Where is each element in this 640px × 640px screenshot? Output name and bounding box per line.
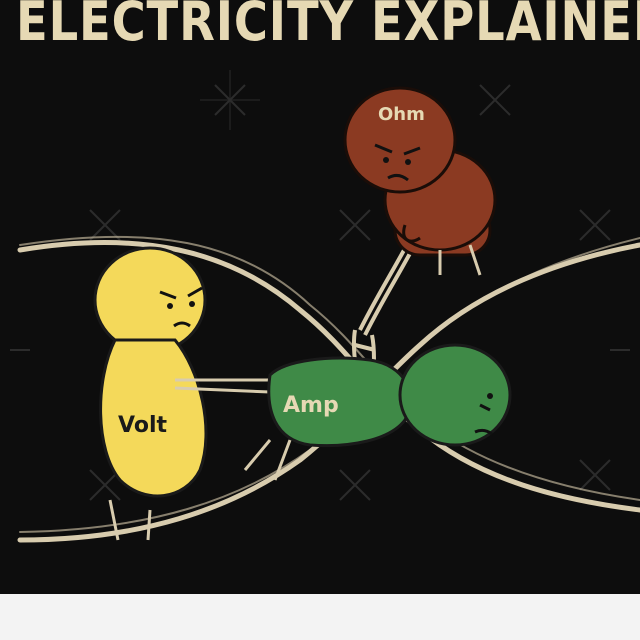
amp-label: Amp [283, 393, 339, 418]
footer-strip [0, 594, 640, 640]
volt-character: Volt [93, 246, 271, 541]
ohm-label: Ohm [378, 104, 425, 125]
volt-label: Volt [118, 413, 167, 438]
ohm-character: Ohm [343, 86, 497, 276]
cartoon-illustration: Ohm Volt Amp [10, 70, 640, 543]
watermark-pattern [10, 70, 630, 501]
amp-character: Amp [243, 343, 512, 481]
poster: ELECTRICITY EXPLAINED [0, 0, 640, 594]
poster-title: ELECTRICITY EXPLAINED [16, 0, 640, 53]
